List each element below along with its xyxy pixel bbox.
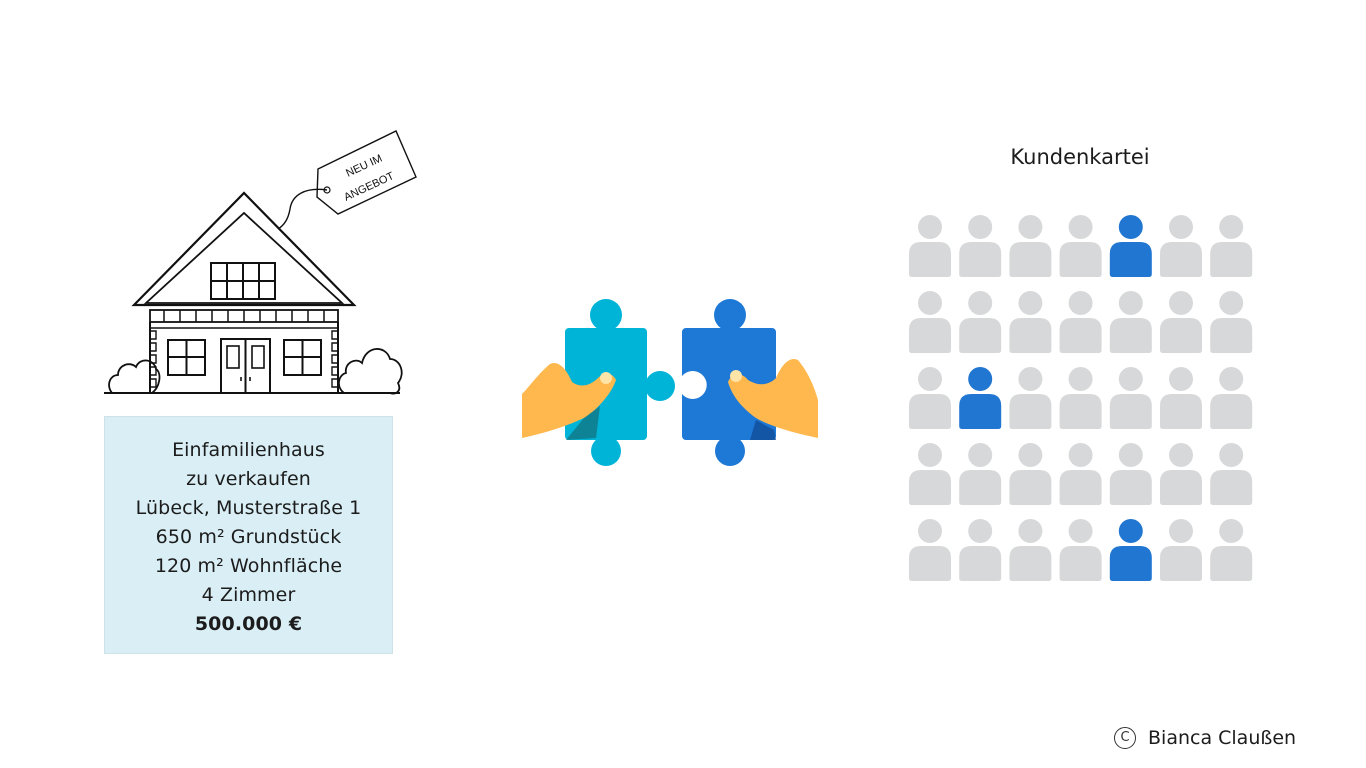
customer-grid xyxy=(909,215,1253,581)
puzzle-illustration xyxy=(522,299,818,466)
customer-icon xyxy=(1059,519,1102,581)
listing-plot-size: 650 m² Grundstück xyxy=(155,526,342,548)
customer-icon xyxy=(1210,367,1253,429)
tag-string xyxy=(277,188,328,230)
hand-left xyxy=(522,362,616,440)
customer-icon xyxy=(909,443,951,505)
customer-icon xyxy=(959,519,1002,581)
bush-right xyxy=(338,348,403,395)
customer-icon xyxy=(1059,367,1102,429)
customer-icon xyxy=(1009,291,1052,353)
hand-right xyxy=(728,358,818,440)
customer-icon xyxy=(1009,519,1052,581)
customer-icon xyxy=(1210,519,1253,581)
left-window xyxy=(167,339,206,376)
customer-icon xyxy=(1109,443,1152,505)
listing-status: zu verkaufen xyxy=(186,468,311,490)
customer-icon xyxy=(1009,215,1052,277)
customer-icon xyxy=(1210,215,1253,277)
right-window xyxy=(283,339,322,376)
customer-file-title: Kundenkartei xyxy=(1010,145,1150,169)
customer-icon xyxy=(1009,367,1052,429)
puzzle-piece-left xyxy=(565,299,675,466)
customer-icon xyxy=(1059,443,1102,505)
corner-stones xyxy=(150,330,338,388)
listing-address: Lübeck, Musterstraße 1 xyxy=(135,497,362,519)
copyright-icon: C xyxy=(1114,727,1136,749)
customer-icon xyxy=(1160,367,1202,429)
customer-icon xyxy=(1210,443,1253,505)
front-door xyxy=(220,338,271,394)
listing-living-area: 120 m² Wohnfläche xyxy=(154,555,343,577)
customer-icon xyxy=(1109,367,1152,429)
customer-icon xyxy=(1059,291,1102,353)
sale-tag: NEU IM ANGEBOT xyxy=(316,130,417,215)
customer-icon-highlighted xyxy=(1109,215,1152,277)
customer-icon xyxy=(1009,443,1052,505)
house-illustration: NEU IM ANGEBOT xyxy=(104,130,417,395)
listing-rooms: 4 Zimmer xyxy=(201,584,296,606)
customer-icon-highlighted xyxy=(959,367,1002,429)
copyright-author: Bianca Claußen xyxy=(1148,727,1297,749)
customer-icon xyxy=(1160,291,1202,353)
eave-brackets xyxy=(163,310,325,322)
customer-icon xyxy=(1210,291,1253,353)
copyright-notice: C Bianca Claußen xyxy=(1114,724,1296,752)
gable-window xyxy=(210,262,276,300)
listing-card: Einfamilienhaus zu verkaufen Lübeck, Mus… xyxy=(104,416,393,654)
customer-icon xyxy=(1160,443,1202,505)
customer-icon xyxy=(959,215,1002,277)
listing-type: Einfamilienhaus xyxy=(172,439,325,461)
customer-icon-highlighted xyxy=(1109,519,1152,581)
customer-icon xyxy=(1059,215,1102,277)
customer-icon xyxy=(1109,291,1152,353)
customer-icon xyxy=(909,367,951,429)
customer-icon xyxy=(909,215,951,277)
bush-left xyxy=(108,359,161,394)
customer-icon xyxy=(1160,215,1202,277)
listing-price: 500.000 € xyxy=(194,613,303,635)
customer-icon xyxy=(1160,519,1202,581)
customer-icon xyxy=(959,443,1002,505)
customer-icon xyxy=(909,519,951,581)
roof-outer xyxy=(131,191,357,307)
customer-icon xyxy=(909,291,951,353)
customer-icon xyxy=(959,291,1002,353)
roof-inner xyxy=(143,211,345,304)
